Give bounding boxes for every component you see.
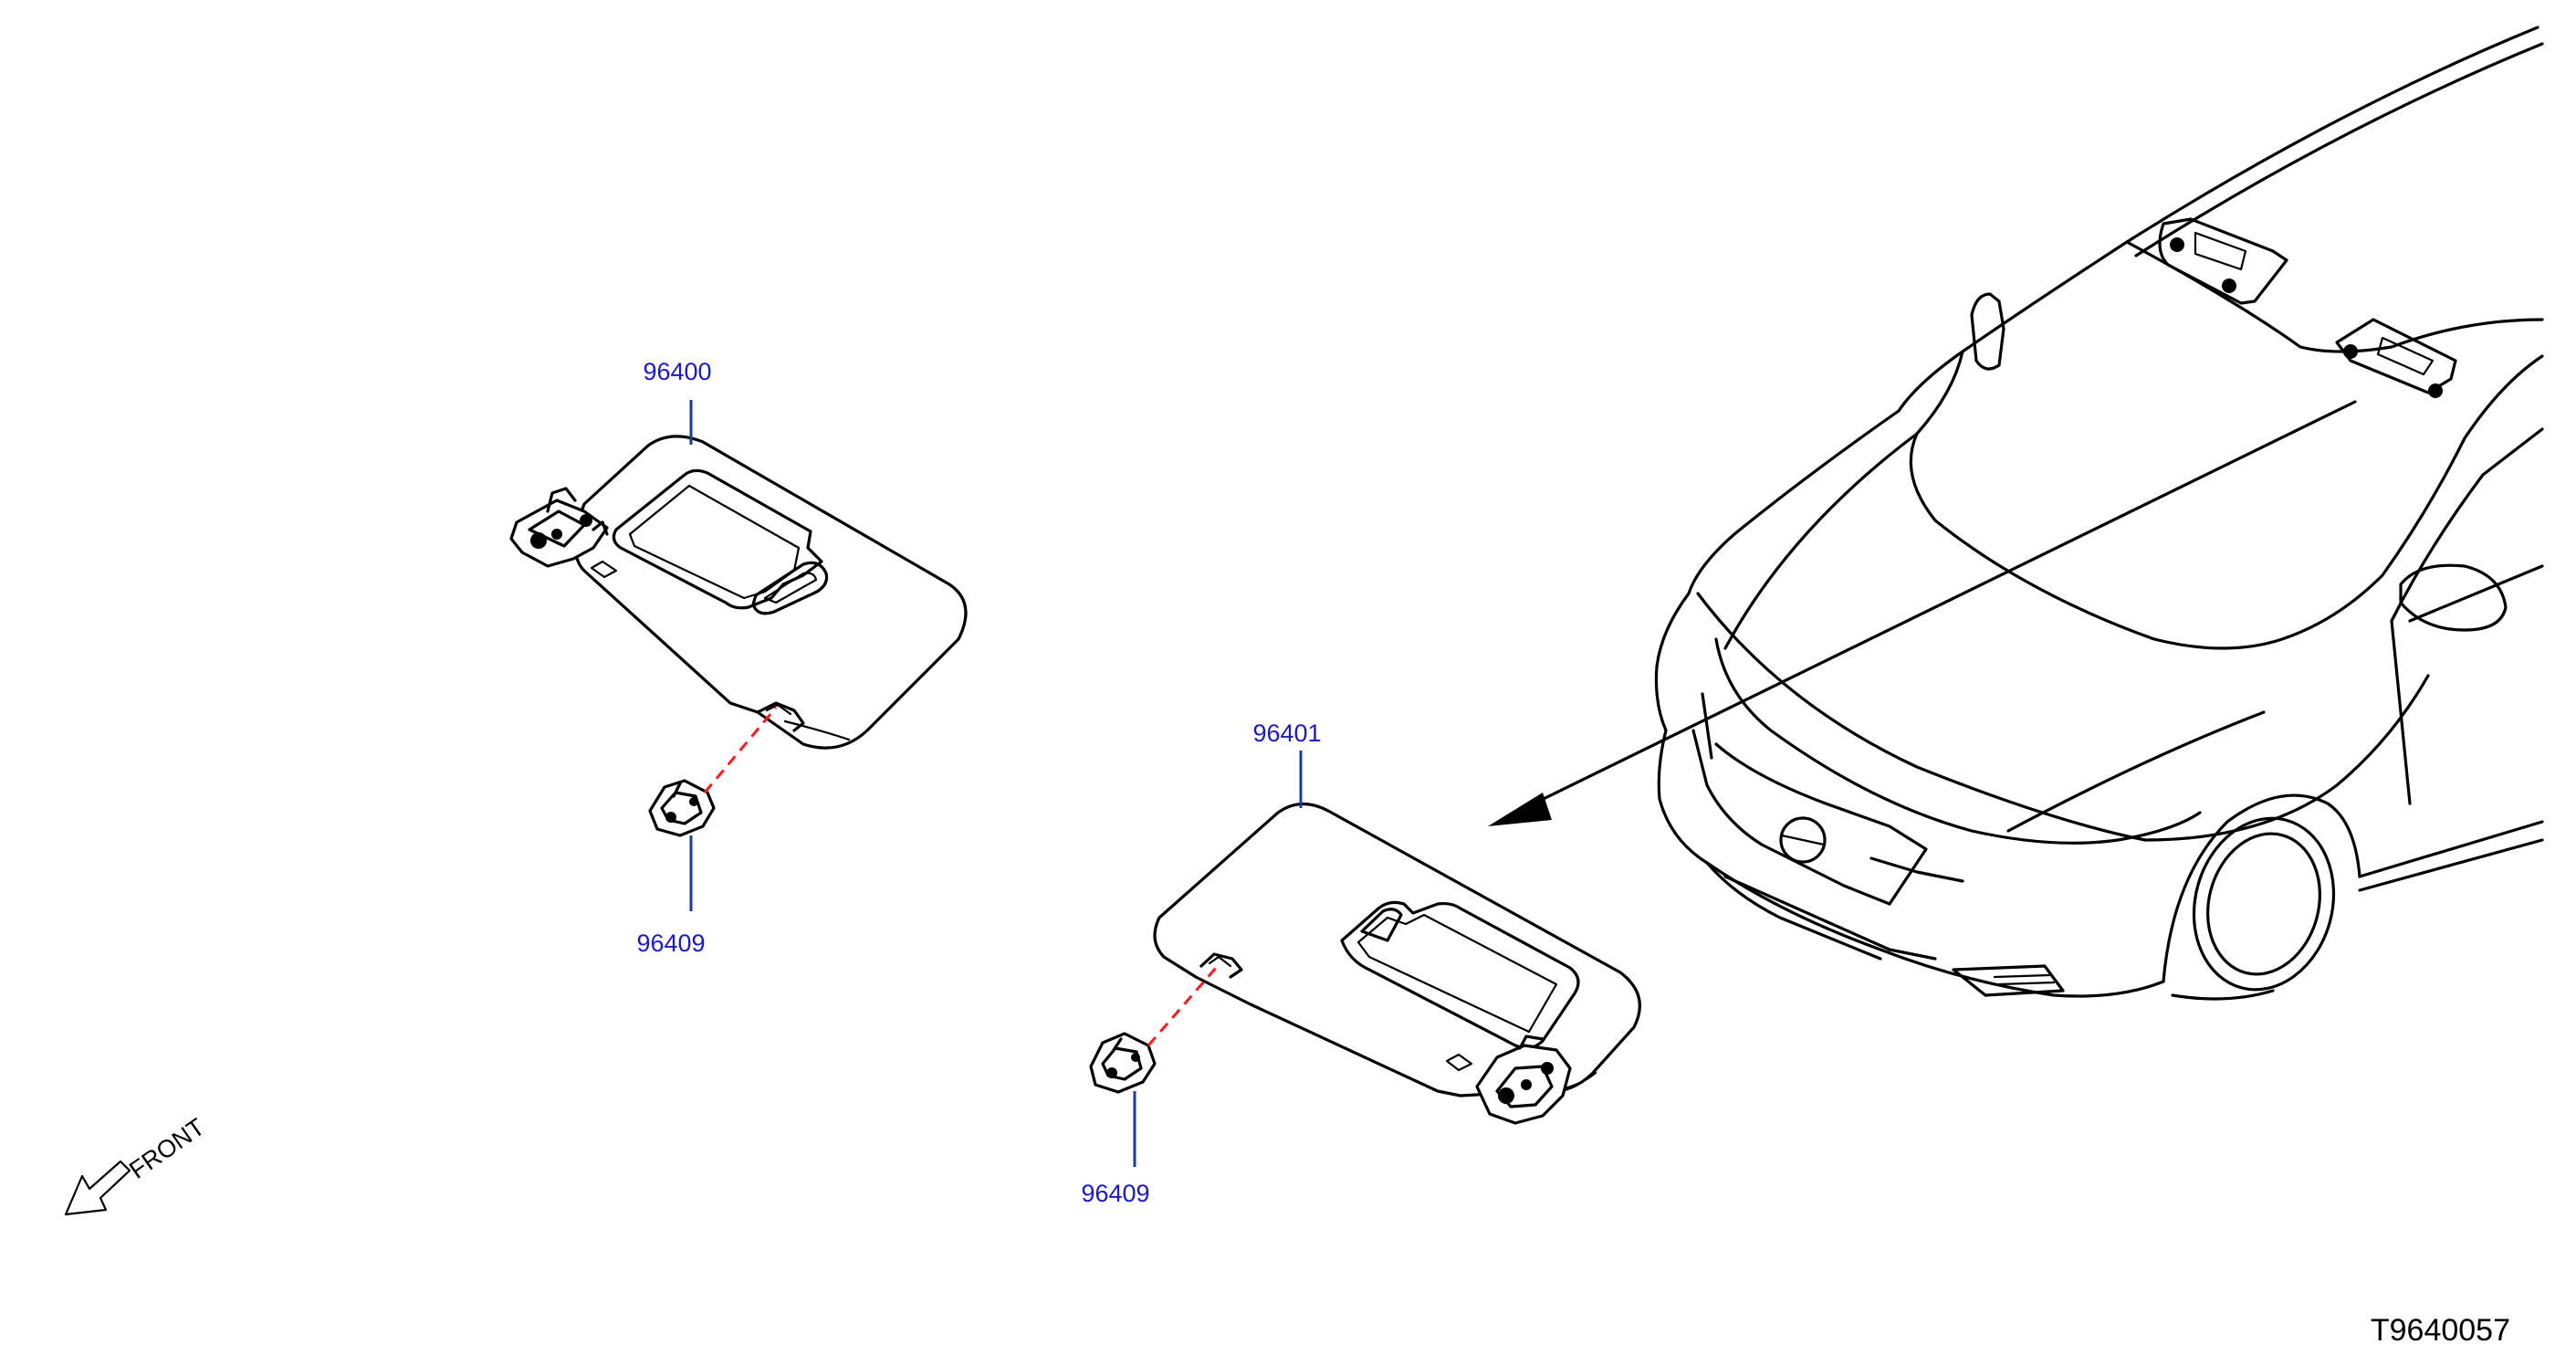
label-96409-right: 96409 [1081,1180,1149,1207]
visor-clip-right[interactable] [1089,1032,1157,1094]
drawing-code: T9640057 [2371,1313,2510,1348]
label-96409-left: 96409 [636,930,705,957]
front-direction-arrow: FRONT [64,1113,210,1216]
visor-clip-left[interactable] [648,779,716,837]
callout-arrow [1488,400,2357,826]
vehicle-outline [1654,26,2544,1001]
label-96401: 96401 [1252,720,1321,747]
sun-visor-left[interactable] [509,435,968,750]
label-96400: 96400 [643,358,711,385]
alignment-line-left [703,707,778,793]
visor-hinge-right [1475,1035,1572,1125]
front-label: FRONT [124,1113,209,1184]
visor-hinge-left [509,487,609,568]
sun-visor-right[interactable] [1153,802,1641,1125]
alignment-line-right [1147,967,1218,1046]
